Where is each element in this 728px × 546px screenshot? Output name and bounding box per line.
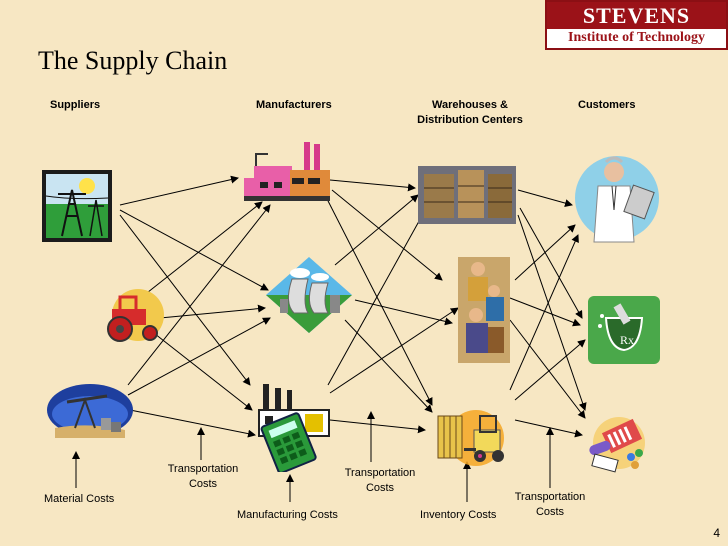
arrow <box>129 409 256 438</box>
customers-header: Customers <box>578 99 636 111</box>
svg-text:Rx: Rx <box>620 333 634 347</box>
arrow <box>509 319 586 419</box>
logo-line-1: STEVENS <box>547 2 726 29</box>
doctor-icon <box>572 150 662 246</box>
transportation-costs-2-line-1: Transportation <box>344 467 416 479</box>
factory-icon <box>240 140 332 202</box>
arrow <box>514 224 576 281</box>
arrow <box>517 189 573 207</box>
oil-pump-icon <box>45 382 135 440</box>
arrow <box>327 204 429 386</box>
inventory-costs-label: Inventory Costs <box>420 509 497 521</box>
power-lines-icon <box>42 170 112 242</box>
arrow <box>119 214 251 386</box>
arrow <box>329 307 459 394</box>
warehouses-header-line-1: Warehouses & <box>431 99 508 111</box>
arrow <box>149 329 253 411</box>
warehouses-header-line-2: Distribution Centers <box>417 114 523 126</box>
arrow <box>354 299 453 326</box>
tractor-icon <box>98 285 164 347</box>
arrow <box>331 189 443 281</box>
transportation-costs-1-line-2: Costs <box>188 478 218 490</box>
arrow <box>137 201 263 301</box>
transportation-costs-3-line-2: Costs <box>535 506 565 518</box>
transportation-costs-label-1: Transportation Costs <box>160 462 246 492</box>
transportation-costs-1-line-1: Transportation <box>167 463 239 475</box>
forklift-icon <box>432 408 516 468</box>
transportation-costs-label-3: Transportation Costs <box>507 490 593 520</box>
page-number: 4 <box>713 526 720 540</box>
arrow <box>127 204 271 386</box>
arrow <box>519 207 583 319</box>
arrow <box>509 234 579 391</box>
stevens-logo: STEVENS Institute of Technology <box>545 0 728 50</box>
arrow <box>509 297 581 327</box>
slide-title: The Supply Chain <box>38 46 228 75</box>
transportation-costs-2-line-2: Costs <box>365 482 395 494</box>
arrow <box>159 304 266 319</box>
warehouses-header: Warehouses & Distribution Centers <box>405 98 535 128</box>
arrow <box>127 317 271 396</box>
arrow <box>514 339 586 401</box>
arrow <box>119 175 239 206</box>
arrow <box>514 419 583 438</box>
medicine-icon <box>585 415 649 475</box>
arrow <box>517 214 587 411</box>
arrow <box>324 194 433 406</box>
arrow <box>334 194 419 266</box>
material-costs-label: Material Costs <box>44 493 115 505</box>
factory-calculator-icon <box>255 380 331 474</box>
logo-line-2: Institute of Technology <box>568 30 705 45</box>
manufacturing-costs-label: Manufacturing Costs <box>237 509 338 521</box>
workers-icon <box>458 257 510 363</box>
arrow <box>329 419 426 434</box>
pharmacy-icon: Rx <box>588 296 660 364</box>
arrow <box>329 179 416 192</box>
power-plant-icon <box>264 255 354 335</box>
manufacturers-header: Manufacturers <box>256 99 332 111</box>
warehouse-icon <box>418 166 516 224</box>
arrow <box>119 209 269 291</box>
transportation-costs-label-2: Transportation Costs <box>337 466 423 496</box>
arrow <box>344 319 433 413</box>
transportation-costs-3-line-1: Transportation <box>514 491 586 503</box>
suppliers-header: Suppliers <box>50 99 101 111</box>
